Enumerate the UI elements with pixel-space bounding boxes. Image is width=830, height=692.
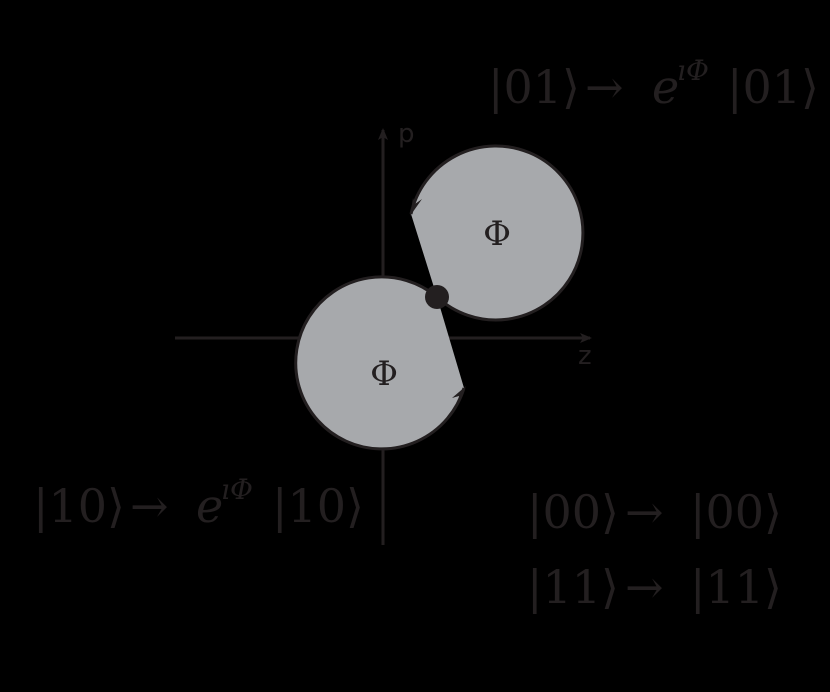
lower-phase-label: Φ <box>370 354 398 394</box>
eq01-rhs: |01⟩ <box>727 60 819 114</box>
equation-11: |11⟩ → |11⟩ <box>527 560 782 614</box>
upper-arrowhead-icon <box>410 198 422 216</box>
equation-00: |00⟩ → |00⟩ <box>527 485 782 539</box>
eq11-lhs: |11⟩ <box>527 560 619 614</box>
upper-phase-label: Φ <box>483 214 511 254</box>
z-axis-label: z <box>578 341 592 371</box>
eq10-lhs: |10⟩ <box>33 479 125 533</box>
lower-trajectory-arc <box>294 275 466 451</box>
eq10-phase-base: e <box>196 479 223 533</box>
eq11-arrow: → <box>625 560 664 614</box>
eq00-arrow: → <box>625 485 664 539</box>
eq00-rhs: |00⟩ <box>690 485 782 539</box>
eq10-arrow: → <box>130 479 169 533</box>
equation-01: |01⟩ → e ıΦ |01⟩ <box>488 54 819 114</box>
upper-trajectory-arc <box>409 144 585 322</box>
origin-dot <box>425 285 449 309</box>
lower-arrowhead-icon <box>452 386 466 405</box>
eq01-phase-exp: ıΦ <box>677 54 709 87</box>
upper-phase-circle <box>411 145 583 320</box>
eq10-phase-exp: ıΦ <box>221 473 253 506</box>
equation-10: |10⟩ → e ıΦ |10⟩ <box>33 473 364 533</box>
eq01-arrow: → <box>585 60 624 114</box>
eq10-rhs: |10⟩ <box>272 479 364 533</box>
eq01-phase-base: e <box>652 60 679 114</box>
p-axis-label: p <box>398 119 415 149</box>
eq11-rhs: |11⟩ <box>690 560 782 614</box>
eq00-lhs: |00⟩ <box>527 485 619 539</box>
eq01-lhs: |01⟩ <box>488 60 580 114</box>
lower-phase-circle <box>295 276 464 449</box>
